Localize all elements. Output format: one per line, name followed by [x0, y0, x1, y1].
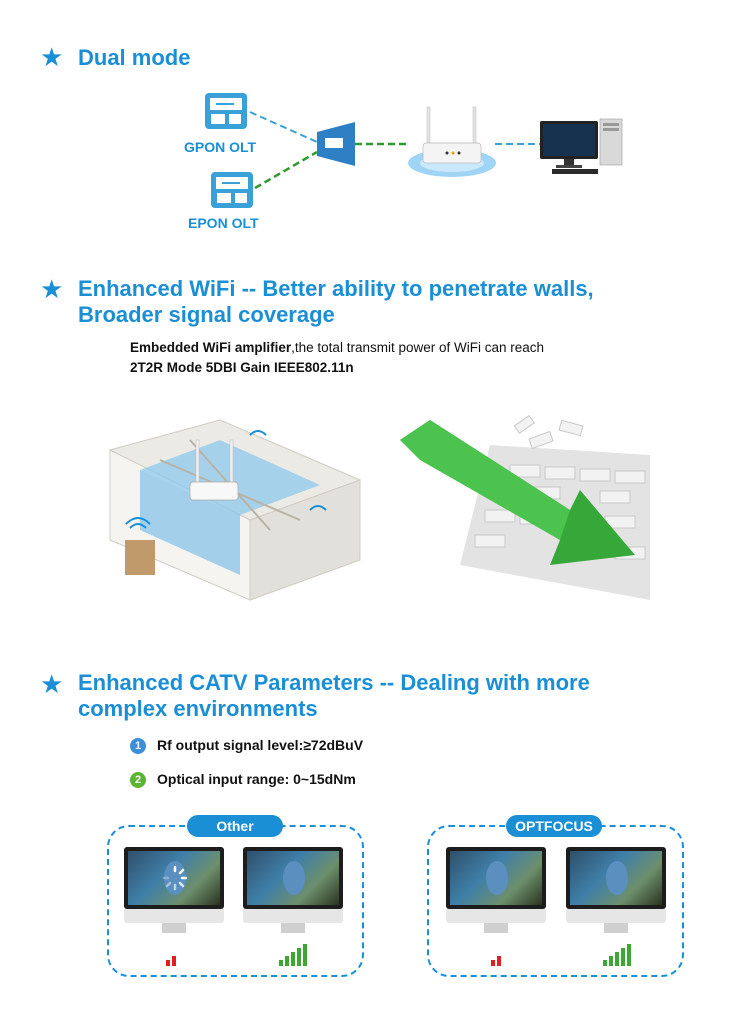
- wifi-description-line1: Embedded WiFi amplifier,the total transm…: [130, 338, 544, 358]
- wifi-description-bold: Embedded WiFi amplifier: [130, 340, 292, 355]
- bullet-text-1: Rf output signal level:≥72dBuV: [157, 737, 364, 753]
- star-icon: ★: [40, 669, 64, 699]
- monitor-optfocus-weak: [446, 847, 546, 933]
- section-title-catv-line1: Enhanced CATV Parameters -- Dealing with…: [78, 670, 590, 695]
- router-icon: [405, 105, 500, 180]
- dual-mode-diagram: [245, 90, 575, 200]
- gpon-olt-label: GPON OLT: [184, 139, 257, 155]
- star-icon: ★: [40, 274, 64, 304]
- monitor-other-strong: [243, 847, 343, 933]
- epon-olt-icon: [211, 172, 253, 208]
- signal-weak-icon: [491, 952, 501, 966]
- signal-weak-icon: [166, 952, 176, 966]
- signal-strong-icon: [603, 944, 631, 966]
- section-title-wifi-line1: Enhanced WiFi -- Better ability to penet…: [78, 276, 594, 301]
- wall-penetration-image: [400, 414, 650, 600]
- wifi-description-line2: 2T2R Mode 5DBI Gain IEEE802.11n: [130, 360, 354, 375]
- monitor-optfocus-strong: [566, 847, 666, 933]
- computer-icon: [538, 115, 628, 175]
- signal-strong-icon: [279, 944, 307, 966]
- section-title-dual-mode: Dual mode: [78, 45, 191, 70]
- floor-plan-coverage-image: [100, 410, 365, 605]
- gpon-olt-icon: [205, 93, 247, 129]
- epon-olt-label: EPON OLT: [188, 215, 259, 231]
- bullet-number-2: 2: [130, 772, 146, 788]
- wifi-description-rest: ,the total transmit power of WiFi can re…: [291, 340, 545, 355]
- monitor-other-weak: [124, 847, 224, 933]
- section-title-catv-line2: complex environments: [78, 696, 318, 721]
- star-icon: ★: [40, 42, 64, 72]
- bullet-number-1: 1: [130, 738, 146, 754]
- loading-spinner-icon: [162, 865, 188, 891]
- comparison-label-other: Other: [187, 815, 283, 837]
- comparison-label-optfocus: OPTFOCUS: [506, 815, 602, 837]
- section-title-wifi-line2: Broader signal coverage: [78, 302, 335, 327]
- bullet-text-2: Optical input range: 0~15dNm: [157, 771, 356, 787]
